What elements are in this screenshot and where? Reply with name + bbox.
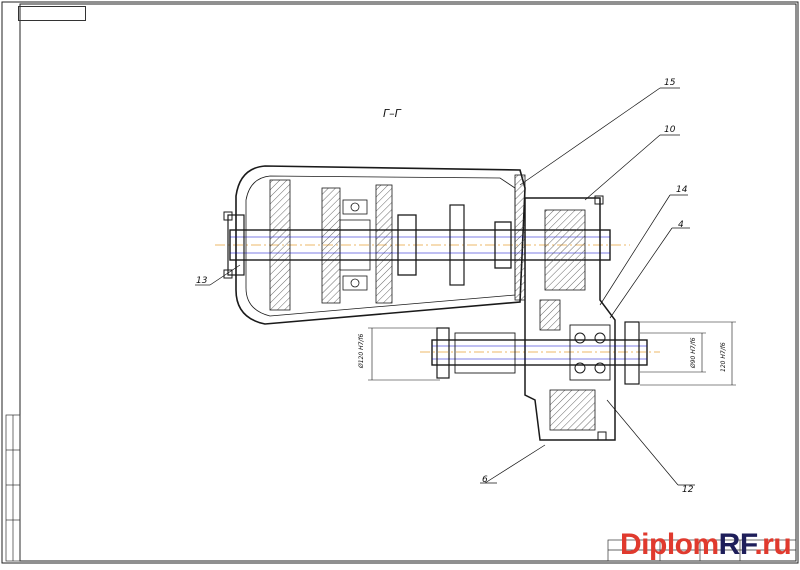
title-stamp <box>18 6 86 21</box>
brand-watermark: DiplomRF.ru <box>620 528 792 562</box>
brand-tld: .ru <box>754 528 792 561</box>
section-label: Г–Г <box>383 107 401 120</box>
output-shaft <box>431 339 648 366</box>
dimension-120-left: Ø120 H7/f6 <box>358 333 365 368</box>
gear-2 <box>321 187 341 304</box>
drawing-frame <box>19 3 797 562</box>
brand-suffix: RF <box>718 528 755 561</box>
callout-4: 4 <box>678 220 684 230</box>
gear-4 <box>449 204 465 286</box>
callout-14: 14 <box>676 185 688 195</box>
left-flange <box>436 327 450 379</box>
bearing-group <box>339 199 371 291</box>
gearbox-housing <box>235 165 526 325</box>
main-shaft <box>229 229 611 261</box>
output-housing <box>524 197 616 441</box>
left-end-cap <box>227 214 245 276</box>
right-flange <box>624 321 640 385</box>
title-block <box>607 539 797 562</box>
gear-1 <box>269 179 291 311</box>
housing-inner <box>245 175 516 317</box>
dimension-lines <box>368 321 736 386</box>
side-stamp <box>5 414 21 562</box>
gear-3 <box>375 184 393 304</box>
brand-prefix: Diplom <box>620 528 719 561</box>
leader-lines <box>195 87 695 486</box>
dimension-90: Ø90 H7/f6 <box>690 337 697 368</box>
callout-15: 15 <box>664 78 676 88</box>
callout-12: 12 <box>682 485 694 495</box>
shaft-collar-2 <box>494 221 512 269</box>
callout-13: 13 <box>196 276 208 286</box>
shaft-collar-1 <box>397 214 417 276</box>
dimension-120-right: 120 H7/f6 <box>720 342 727 372</box>
callout-10: 10 <box>664 125 676 135</box>
callout-6: 6 <box>482 475 488 485</box>
